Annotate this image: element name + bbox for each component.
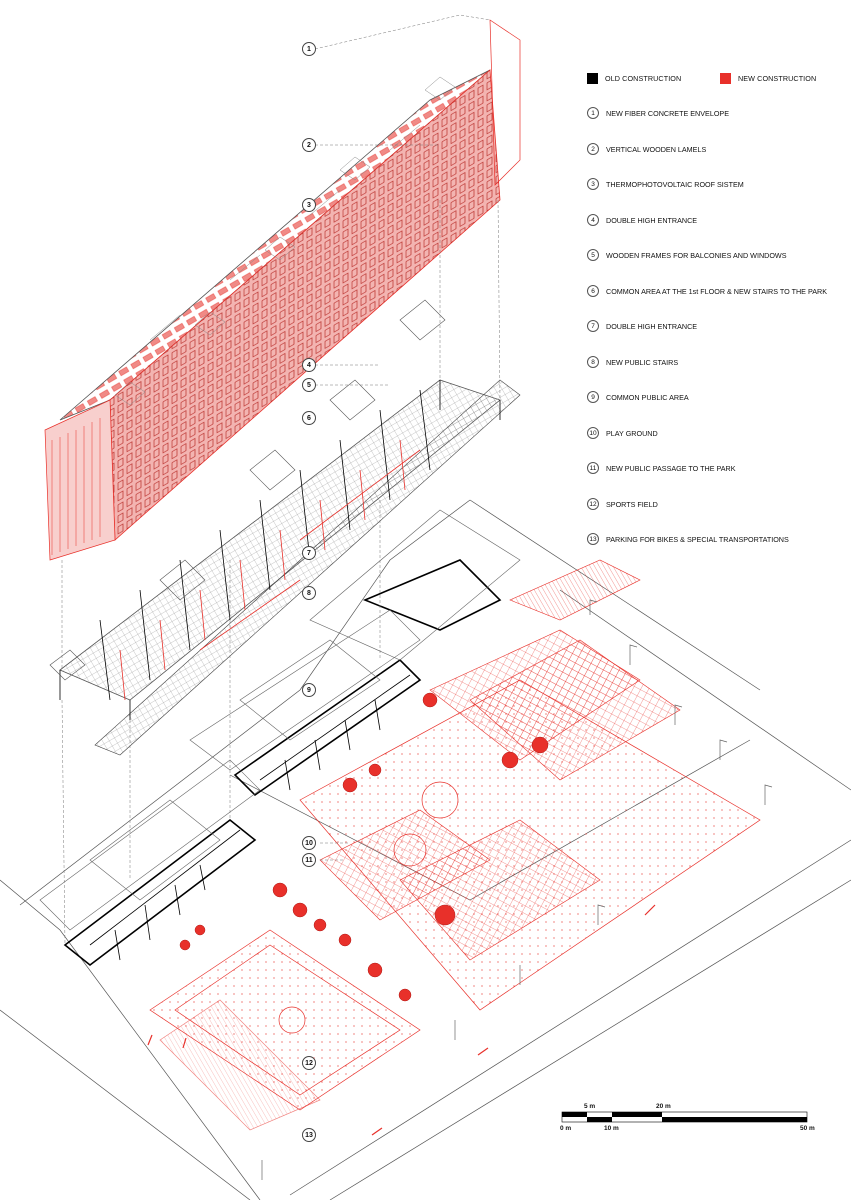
legend-text: NEW FIBER CONCRETE ENVELOPE xyxy=(606,108,730,118)
callout-4: 4 xyxy=(302,358,316,372)
callout-7: 7 xyxy=(302,546,316,560)
scale-label-50m: 50 m xyxy=(800,1125,815,1132)
callout-11: 11 xyxy=(302,853,316,867)
legend-number: 8 xyxy=(587,356,599,368)
callout-1: 1 xyxy=(302,42,316,56)
lamp-posts xyxy=(261,599,773,1180)
site-outline xyxy=(0,499,851,1200)
legend-item: 13 PARKING FOR BIKES & SPECIAL TRANSPORTA… xyxy=(587,531,789,547)
callout-13: 13 xyxy=(302,1128,316,1142)
first-floor-level xyxy=(49,299,521,756)
legend-number: 13 xyxy=(587,533,599,545)
callout-12: 12 xyxy=(302,1056,316,1070)
scale-bar-graphic xyxy=(561,1111,808,1123)
legend-text: NEW PUBLIC PASSAGE TO THE PARK xyxy=(606,463,736,473)
legend-text: DOUBLE HIGH ENTRANCE xyxy=(606,215,698,225)
legend-item: 11 NEW PUBLIC PASSAGE TO THE PARK xyxy=(587,460,736,476)
old-construction-swatch xyxy=(587,72,598,84)
callout-3: 3 xyxy=(302,198,316,212)
scale-label-0m: 0 m xyxy=(560,1125,572,1132)
legend-number: 5 xyxy=(587,249,599,261)
legend-text: COMMON AREA AT THE 1st FLOOR & NEW STAIR… xyxy=(606,286,827,296)
legend-item: 8 NEW PUBLIC STAIRS xyxy=(587,354,678,370)
legend-number: 9 xyxy=(587,391,599,403)
park-area xyxy=(299,559,761,1011)
sports-field xyxy=(149,929,421,1131)
legend-number: 3 xyxy=(587,178,599,190)
legend-item: 12 SPORTS FIELD xyxy=(587,496,658,512)
legend-item: 5 WOODEN FRAMES FOR BALCONIES AND WINDOWS xyxy=(587,247,787,263)
legend-item: 9 COMMON PUBLIC AREA xyxy=(587,389,689,405)
legend-item: 6 COMMON AREA AT THE 1st FLOOR & NEW STAI… xyxy=(587,283,827,299)
legend-text: VERTICAL WOODEN LAMELS xyxy=(606,144,707,154)
callout-2: 2 xyxy=(302,138,316,152)
legend-item: 7 DOUBLE HIGH ENTRANCE xyxy=(587,318,697,334)
legend-key-new: NEW CONSTRUCTION xyxy=(720,70,816,86)
legend-item: 4 DOUBLE HIGH ENTRANCE xyxy=(587,212,697,228)
ground-floor-outline xyxy=(39,509,521,931)
legend-number: 12 xyxy=(587,498,599,510)
legend-text: THERMOPHOTOVOLTAIC ROOF SISTEM xyxy=(606,179,744,189)
legend-item: 10 PLAY GROUND xyxy=(587,425,658,441)
trees xyxy=(179,692,549,1002)
legend-text: SPORTS FIELD xyxy=(606,499,658,509)
callout-10: 10 xyxy=(302,836,316,850)
legend-item: 3 THERMOPHOTOVOLTAIC ROOF SISTEM xyxy=(587,176,744,192)
legend-number: 6 xyxy=(587,285,599,297)
projection-lines xyxy=(61,14,501,946)
scale-label-10m: 10 m xyxy=(604,1125,619,1132)
callout-9: 9 xyxy=(302,683,316,697)
legend-number: 7 xyxy=(587,320,599,332)
legend-text: PARKING FOR BIKES & SPECIAL TRANSPORTATI… xyxy=(606,534,789,544)
new-construction-swatch xyxy=(720,72,731,84)
legend-number: 11 xyxy=(587,462,599,474)
legend-number: 4 xyxy=(587,214,599,226)
legend-text: WOODEN FRAMES FOR BALCONIES AND WINDOWS xyxy=(606,250,787,260)
legend-text: COMMON PUBLIC AREA xyxy=(606,392,689,402)
legend-text: DOUBLE HIGH ENTRANCE xyxy=(606,321,698,331)
ground-floor-old xyxy=(63,559,502,967)
callout-5: 5 xyxy=(302,378,316,392)
callout-6: 6 xyxy=(302,411,316,425)
building-envelope xyxy=(44,19,521,561)
scale-label-5m: 5 m xyxy=(584,1103,596,1110)
cars xyxy=(147,904,656,1136)
legend-number: 2 xyxy=(587,143,599,155)
legend-text: PLAY GROUND xyxy=(606,428,658,438)
legend-item: 2 VERTICAL WOODEN LAMELS xyxy=(587,141,706,157)
scale-label-20m: 20 m xyxy=(656,1103,671,1110)
legend-text: NEW PUBLIC STAIRS xyxy=(606,357,679,367)
legend-number: 10 xyxy=(587,427,599,439)
legend-number: 1 xyxy=(587,107,599,119)
legend-item: 1 NEW FIBER CONCRETE ENVELOPE xyxy=(587,105,729,121)
callout-8: 8 xyxy=(302,586,316,600)
legend-key-old: OLD CONSTRUCTION xyxy=(587,70,681,86)
legend-key-label: OLD CONSTRUCTION xyxy=(605,73,682,83)
legend-key-label: NEW CONSTRUCTION xyxy=(738,73,817,83)
scale-bar: 5 m 20 m 0 m 10 m 50 m xyxy=(560,1103,815,1146)
